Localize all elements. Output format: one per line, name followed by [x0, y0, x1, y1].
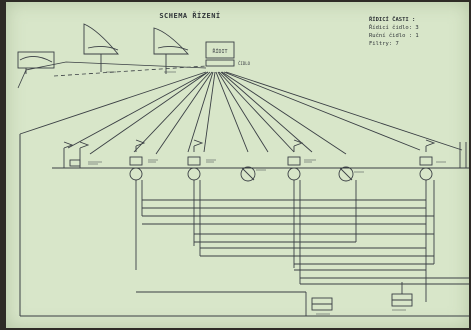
control-lines	[19, 71, 463, 155]
pump-node-4	[419, 139, 436, 181]
bottom-unit-1	[311, 297, 333, 311]
tank-1	[17, 51, 55, 74]
tank-feed-lines	[17, 61, 207, 89]
valve-node-1	[240, 166, 256, 182]
controller-box	[205, 41, 235, 67]
schematic-drawing: ŘÍDIT ČIDLO	[17, 23, 469, 317]
pump-node-3	[287, 139, 304, 181]
legend-line-1: Řídicí čidlo: 3	[369, 25, 419, 31]
bottom-unit-2	[391, 282, 413, 307]
legend-line-2: Ruční čidlo : 1	[369, 33, 419, 39]
scribble-marks	[88, 71, 446, 315]
diagram-title: SCHEMA ŘÍZENÍ	[159, 12, 221, 20]
wiring-bus	[135, 180, 469, 316]
legend-line-3: Filtry: 7	[369, 41, 399, 47]
document-sheet: SCHEMA ŘÍZENÍ ŘÍDICÍ ČASTI : Řídicí čidl…	[6, 2, 469, 328]
legend-block: ŘÍDICÍ ČASTI : Řídicí čidlo: 3 Ruční čid…	[369, 16, 419, 48]
valve-node-2	[338, 166, 354, 182]
tank-2	[83, 23, 119, 72]
controller-caption: ČIDLO	[238, 61, 251, 66]
pump-node-1	[129, 139, 146, 181]
instrument-node-1	[63, 141, 90, 168]
tank-3	[153, 27, 190, 74]
end-node	[459, 142, 467, 168]
process-line	[19, 134, 469, 317]
controller-label: ŘÍDIT	[212, 47, 227, 55]
legend-heading: ŘÍDICÍ ČASTI :	[369, 17, 416, 23]
